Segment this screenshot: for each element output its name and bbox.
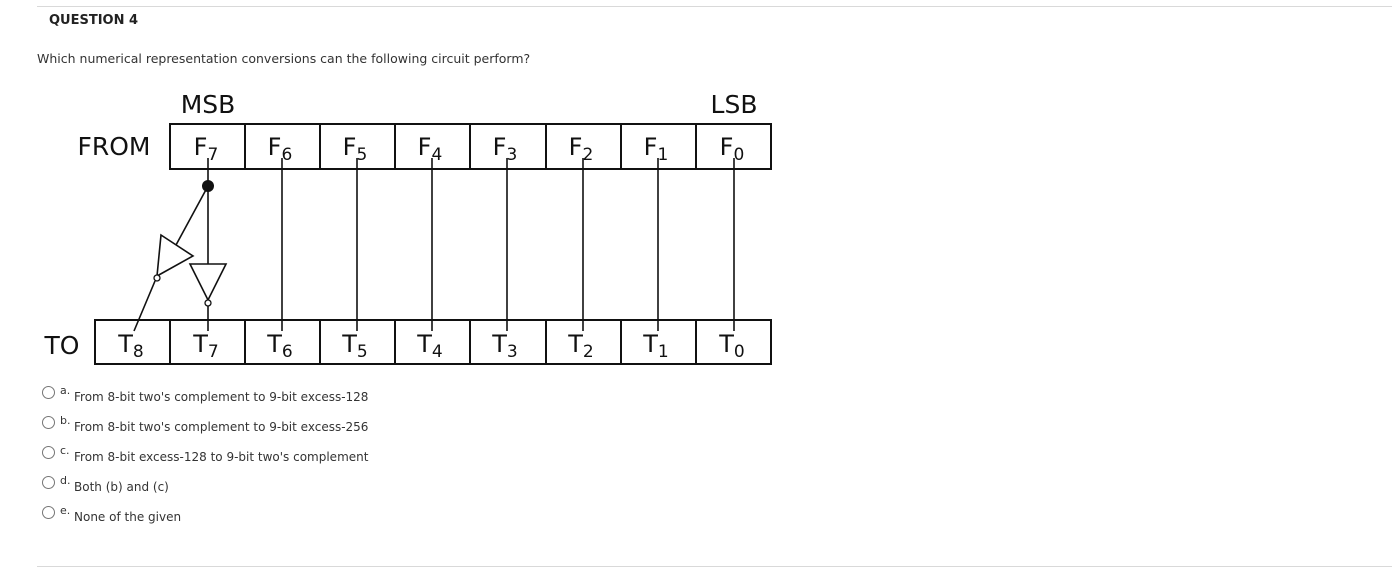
wire-to-t8 [133, 280, 156, 332]
to-bit-label: T3 [491, 330, 518, 362]
radio-button-d[interactable] [42, 476, 55, 489]
to-register-frame [94, 319, 772, 365]
to-bit-label: T6 [266, 330, 293, 362]
option-text: Both (b) and (c) [74, 480, 169, 494]
radio-button-c[interactable] [42, 446, 55, 459]
to-register [94, 319, 772, 365]
from-bit-label: F7 [194, 133, 219, 165]
option-text: From 8-bit two's complement to 9-bit exc… [74, 420, 369, 434]
option-text: From 8-bit two's complement to 9-bit exc… [74, 390, 369, 404]
option-text: None of the given [74, 510, 182, 524]
from-bit-label: F1 [644, 133, 669, 165]
inverter-t7 [188, 263, 228, 302]
to-label: TO [44, 331, 80, 360]
from-bit-label: F6 [268, 133, 293, 165]
from-bit-label: F3 [493, 133, 518, 165]
to-bit-label: T4 [416, 330, 443, 362]
to-bit-label: T2 [567, 330, 594, 362]
inverter-t7-bubble [204, 299, 212, 307]
option-b[interactable]: b. From 8-bit two's complement to 9-bit … [40, 414, 440, 438]
from-label: FROM [78, 132, 151, 161]
to-bit-labels: T8 T7 T6 T5 T4 T3 T2 T1 T0 [117, 330, 745, 362]
option-d[interactable]: d. Both (b) and (c) [40, 474, 440, 498]
bottom-divider [37, 566, 1392, 567]
from-bit-label: F5 [343, 133, 368, 165]
msb-label: MSB [181, 90, 236, 119]
radio-button-a[interactable] [42, 386, 55, 399]
lsb-label: LSB [711, 90, 758, 119]
option-letter: e. [60, 504, 71, 517]
option-letter: c. [60, 444, 70, 457]
inverter-t8-bubble [153, 274, 161, 282]
option-c[interactable]: c. From 8-bit excess-128 to 9-bit two's … [40, 444, 440, 468]
from-bit-labels: F7 F6 F5 F4 F3 F2 F1 F0 [194, 133, 745, 165]
option-a[interactable]: a. From 8-bit two's complement to 9-bit … [40, 384, 440, 408]
msb-inverter-network [133, 158, 228, 332]
straight-wires [281, 158, 735, 331]
from-bit-label: F0 [720, 133, 745, 165]
radio-button-b[interactable] [42, 416, 55, 429]
to-bit-label: T1 [642, 330, 669, 362]
from-bit-label: F2 [569, 133, 594, 165]
to-bit-label: T8 [117, 330, 144, 362]
option-letter: d. [60, 474, 71, 487]
option-e[interactable]: e. None of the given [40, 504, 440, 528]
to-bit-label: T5 [341, 330, 368, 362]
option-letter: a. [60, 384, 71, 397]
wire-to-inverter-t8 [175, 185, 209, 246]
to-bit-label: T0 [718, 330, 745, 362]
top-divider [37, 6, 1392, 7]
inverter-t8 [156, 233, 195, 278]
question-title: QUESTION 4 [49, 13, 139, 28]
question-prompt: Which numerical representation conversio… [37, 51, 531, 66]
option-text: From 8-bit excess-128 to 9-bit two's com… [74, 450, 369, 464]
to-bit-label: T7 [192, 330, 219, 362]
from-bit-label: F4 [418, 133, 443, 165]
radio-button-e[interactable] [42, 506, 55, 519]
from-register [169, 123, 772, 170]
option-letter: b. [60, 414, 71, 427]
